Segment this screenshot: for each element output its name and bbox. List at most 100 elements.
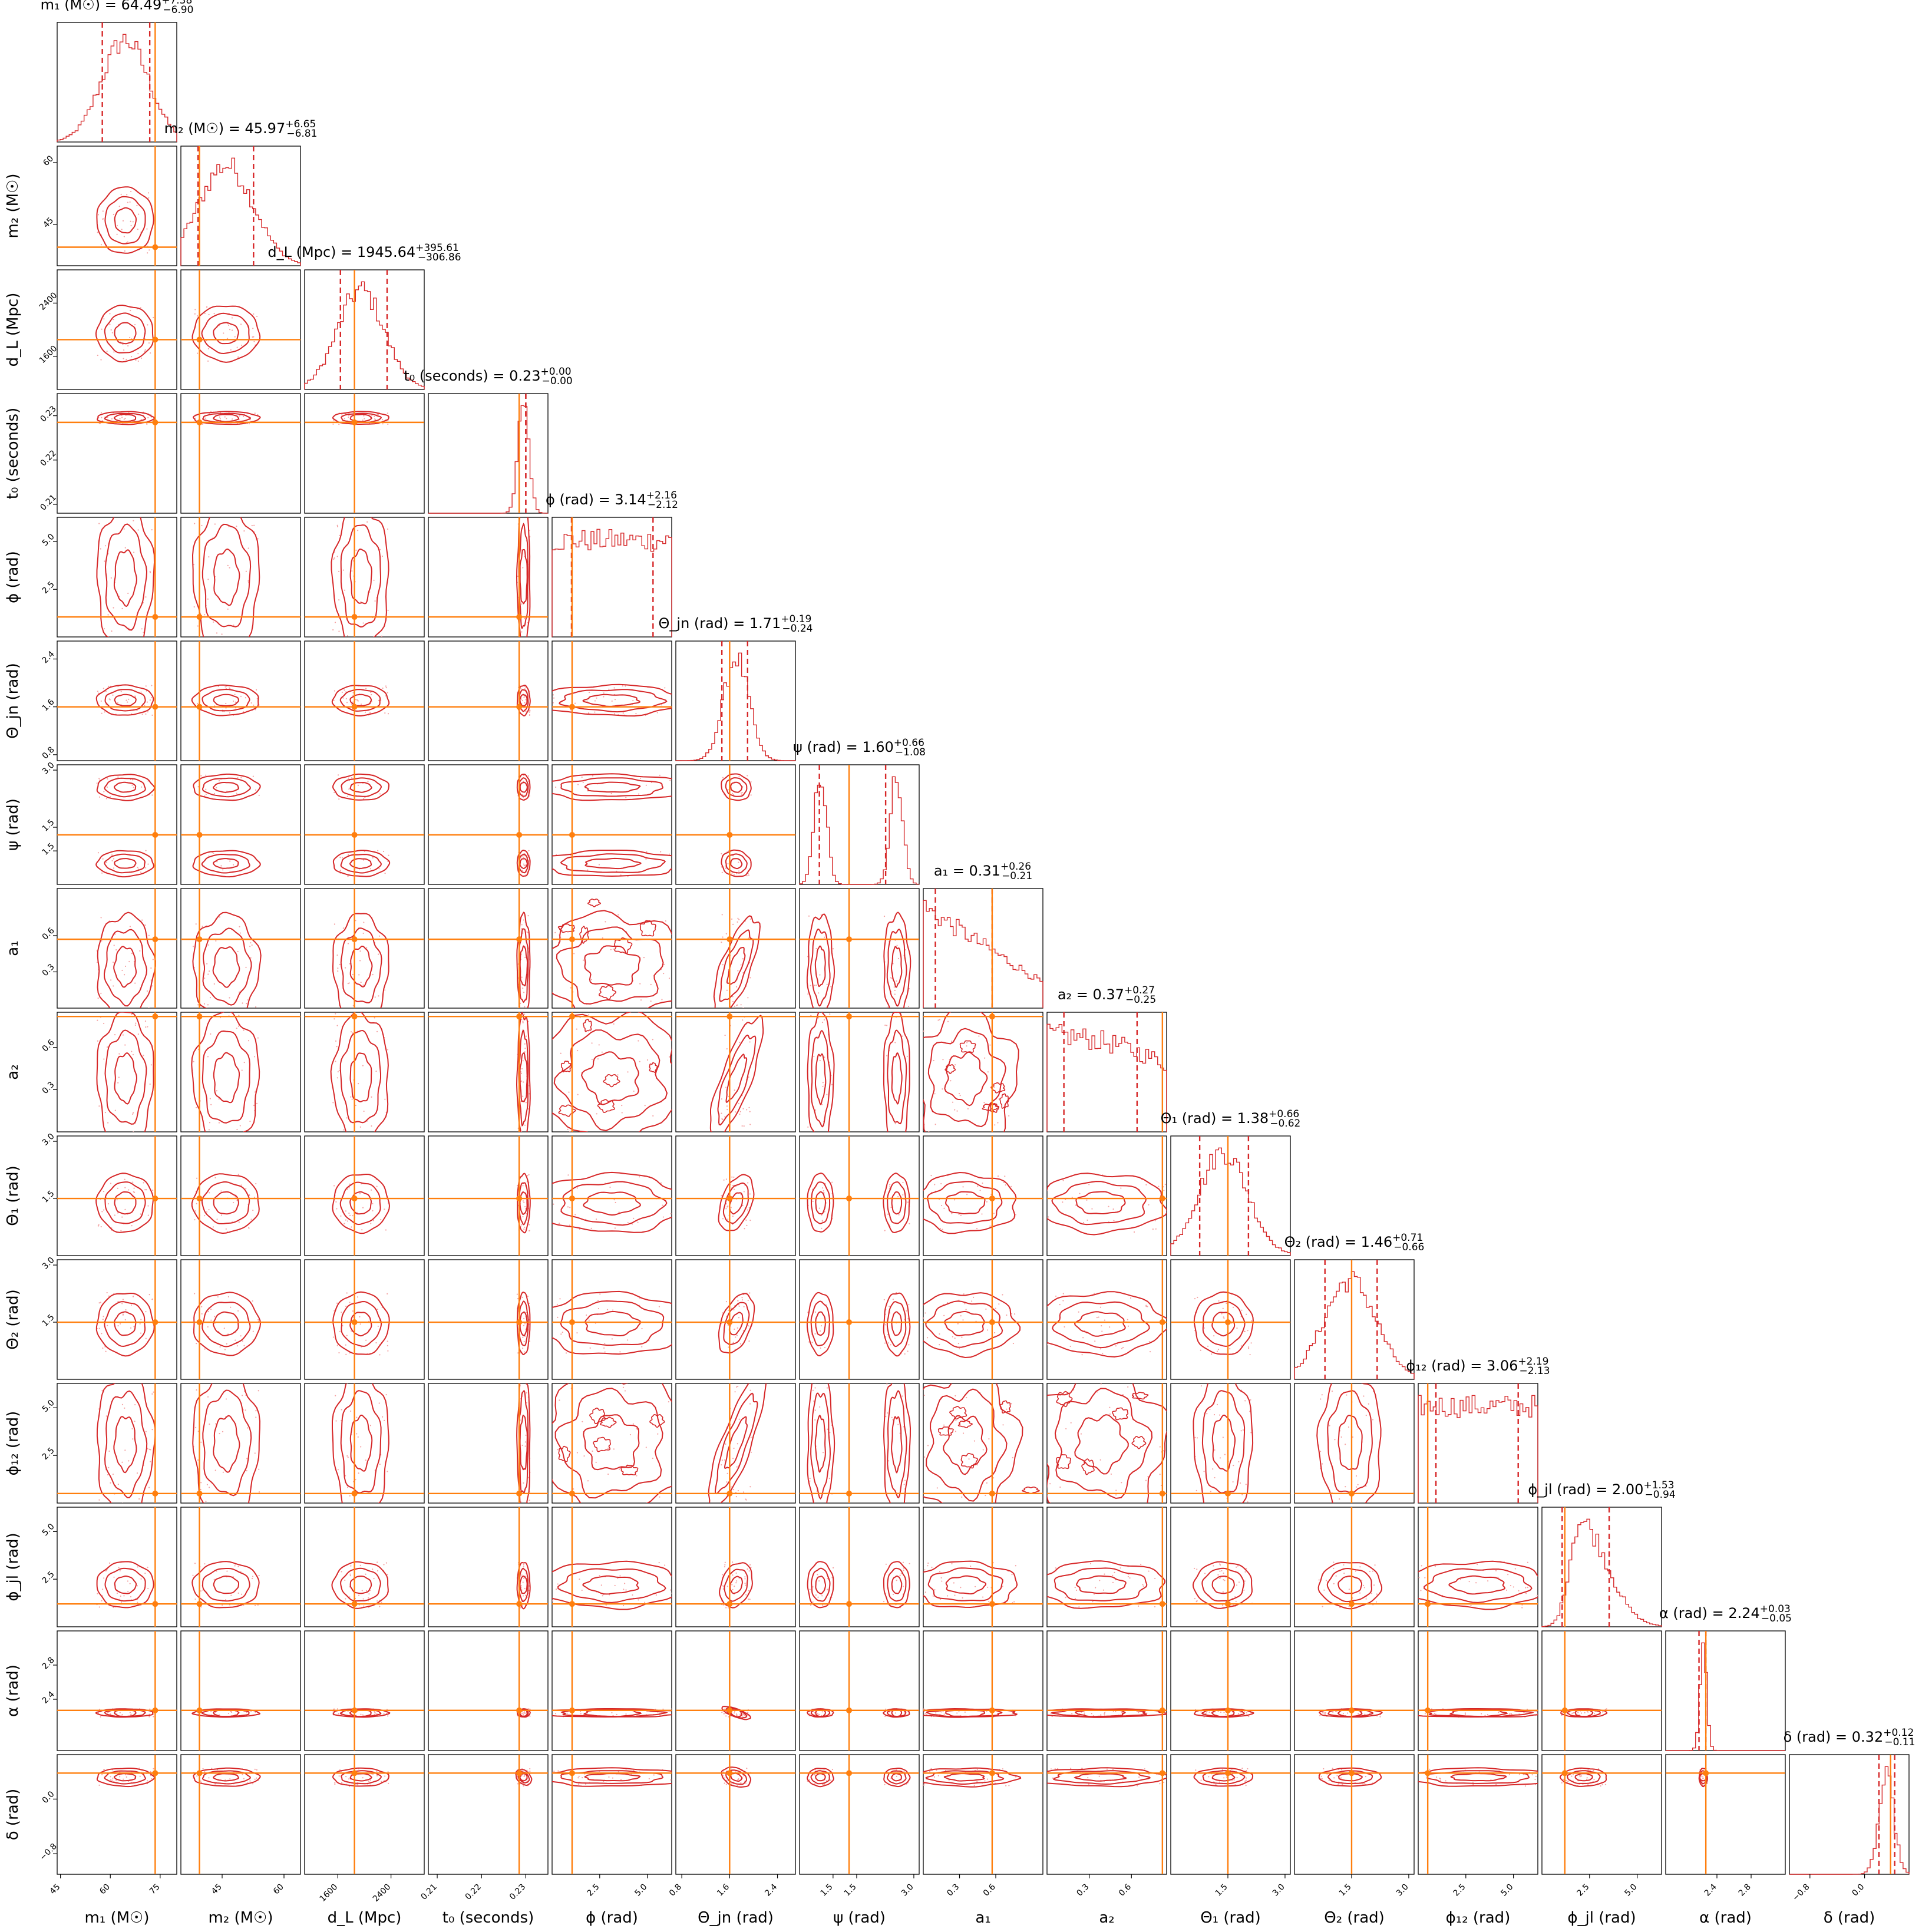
contour-middle xyxy=(340,1567,381,1602)
contour-inner xyxy=(581,1051,639,1105)
contour-outer xyxy=(1194,1708,1254,1718)
panel-param-13-vs-param-1 xyxy=(57,1507,177,1627)
contour-middle xyxy=(886,1301,907,1348)
x-axis-label-param-14: α (rad) xyxy=(1699,1909,1752,1927)
contour-outer xyxy=(923,1012,1019,1132)
panel-param-14-vs-param-8 xyxy=(923,1630,1043,1751)
contour-outer xyxy=(883,1292,911,1357)
histogram-param-10 xyxy=(1170,1147,1291,1256)
y-tick-label: 0.8 xyxy=(41,745,57,761)
contour-outer xyxy=(332,1173,391,1234)
panel-title-param-3: d_L (Mpc) = 1945.64+395.61−306.86 xyxy=(267,242,461,263)
panel-param-6-vs-param-1 xyxy=(57,640,177,761)
panel-frame xyxy=(428,1507,549,1627)
contour-inner xyxy=(730,858,743,870)
contour-middle xyxy=(104,196,146,245)
panel-param-13-vs-param-6 xyxy=(675,1507,796,1627)
contour-middle xyxy=(559,689,668,713)
contour-middle xyxy=(1052,1770,1151,1785)
panel-param-13-vs-param-4 xyxy=(428,1507,549,1627)
panel-frame xyxy=(304,517,425,638)
panel-param-14-vs-param-11 xyxy=(1294,1630,1415,1751)
panel-param-15-vs-param-8 xyxy=(923,1754,1043,1875)
x-tick-label: 0.6 xyxy=(982,1882,998,1898)
contour-inner xyxy=(1211,1414,1236,1472)
panel-title-param-4: t₀ (seconds) = 0.23+0.00−0.00 xyxy=(404,366,573,387)
y-tick-label: 5.0 xyxy=(41,1522,57,1538)
contour-outer xyxy=(552,1012,672,1132)
panel-param-15-vs-param-11 xyxy=(1294,1754,1415,1875)
contour-inner xyxy=(349,1312,372,1337)
contour-outer xyxy=(95,684,154,716)
x-tick-label: 3.0 xyxy=(900,1883,916,1898)
contour-middle xyxy=(341,1300,382,1347)
truth-point xyxy=(516,1770,523,1776)
contour-inner xyxy=(519,693,528,707)
contour-outer xyxy=(332,1708,391,1718)
panel-frame xyxy=(1665,1754,1786,1875)
contour-inner xyxy=(114,858,137,869)
contour-inner xyxy=(519,858,528,870)
panel-param-15-vs-param-6 xyxy=(675,1754,796,1875)
x-tick-label: 1.6 xyxy=(715,1882,731,1898)
truth-point xyxy=(351,831,358,838)
contour-middle xyxy=(887,1567,907,1602)
panel-param-13-vs-param-10 xyxy=(1170,1507,1291,1627)
contour-outer xyxy=(96,1561,154,1609)
contour-outer xyxy=(192,850,261,878)
contour-inner xyxy=(582,1575,639,1595)
contour-inner xyxy=(725,1053,748,1104)
panel-frame xyxy=(304,764,425,885)
panel-param-8-vs-param-5 xyxy=(551,888,672,1009)
panel-param-9-vs-param-7 xyxy=(799,1012,920,1132)
diagonal-panel-param-4: t₀ (seconds) = 0.23+0.00−0.00 xyxy=(404,366,573,514)
contour-outer xyxy=(1418,1767,1538,1787)
y-axis-label-param-9: a₂ xyxy=(4,1064,22,1079)
truth-point xyxy=(726,1319,733,1326)
truth-point xyxy=(569,1707,575,1713)
contour-outer xyxy=(806,1292,834,1357)
contour-inner xyxy=(815,1773,826,1782)
contour-middle xyxy=(1051,1181,1147,1226)
contour-inner xyxy=(944,1191,986,1215)
contour-middle xyxy=(104,1181,146,1224)
contour-outer xyxy=(721,849,752,877)
y-axis-label-param-13: ϕ_jl (rad) xyxy=(4,1533,22,1601)
contour-outer xyxy=(97,911,157,1008)
diagonal-panel-param-1: m₁ (M☉) = 64.49+7.38−6.90 xyxy=(41,0,193,143)
truth-point xyxy=(516,831,523,838)
contour-outer xyxy=(883,911,911,1008)
y-tick-label: 2.8 xyxy=(41,1656,57,1672)
truth-point xyxy=(516,1319,523,1326)
contour-middle xyxy=(810,928,831,1007)
panel-param-5-vs-param-2 xyxy=(180,517,301,638)
contour-inner xyxy=(114,1773,137,1782)
contour-outer xyxy=(330,1012,389,1132)
truth-point xyxy=(351,1601,358,1607)
contour-inner xyxy=(891,1576,903,1594)
panel-param-4-vs-param-1 xyxy=(57,393,177,514)
diagonal-panel-param-14: α (rad) = 2.24+0.03−0.05 xyxy=(1659,1603,1792,1751)
panel-param-14-vs-param-5 xyxy=(551,1630,672,1751)
contour-island xyxy=(589,1407,606,1424)
panel-frame xyxy=(1170,1507,1291,1627)
contour-middle xyxy=(104,777,146,798)
contour-middle xyxy=(722,1182,749,1224)
panel-param-12-vs-param-9 xyxy=(1046,1383,1167,1504)
contour-inner xyxy=(815,1576,826,1595)
panel-frame xyxy=(923,1383,1043,1504)
panel-param-10-vs-param-7 xyxy=(799,1135,920,1256)
truth-point xyxy=(516,1195,523,1202)
panel-param-14-vs-param-1 xyxy=(57,1630,177,1751)
panel-frame xyxy=(304,1754,425,1875)
panel-frame xyxy=(1294,1754,1415,1875)
contour-inner xyxy=(349,1191,372,1215)
x-tick-label: 2400 xyxy=(371,1883,393,1904)
x-tick-label: 0.23 xyxy=(508,1883,527,1902)
panel-frame xyxy=(304,1507,425,1627)
x-tick-label: 2.8 xyxy=(1737,1883,1753,1898)
contour-middle xyxy=(810,1770,830,1785)
panel-param-15-vs-param-9 xyxy=(1046,1754,1167,1875)
y-axis-label-param-14: α (rad) xyxy=(4,1665,22,1717)
y-tick-label: 0.22 xyxy=(38,448,58,468)
